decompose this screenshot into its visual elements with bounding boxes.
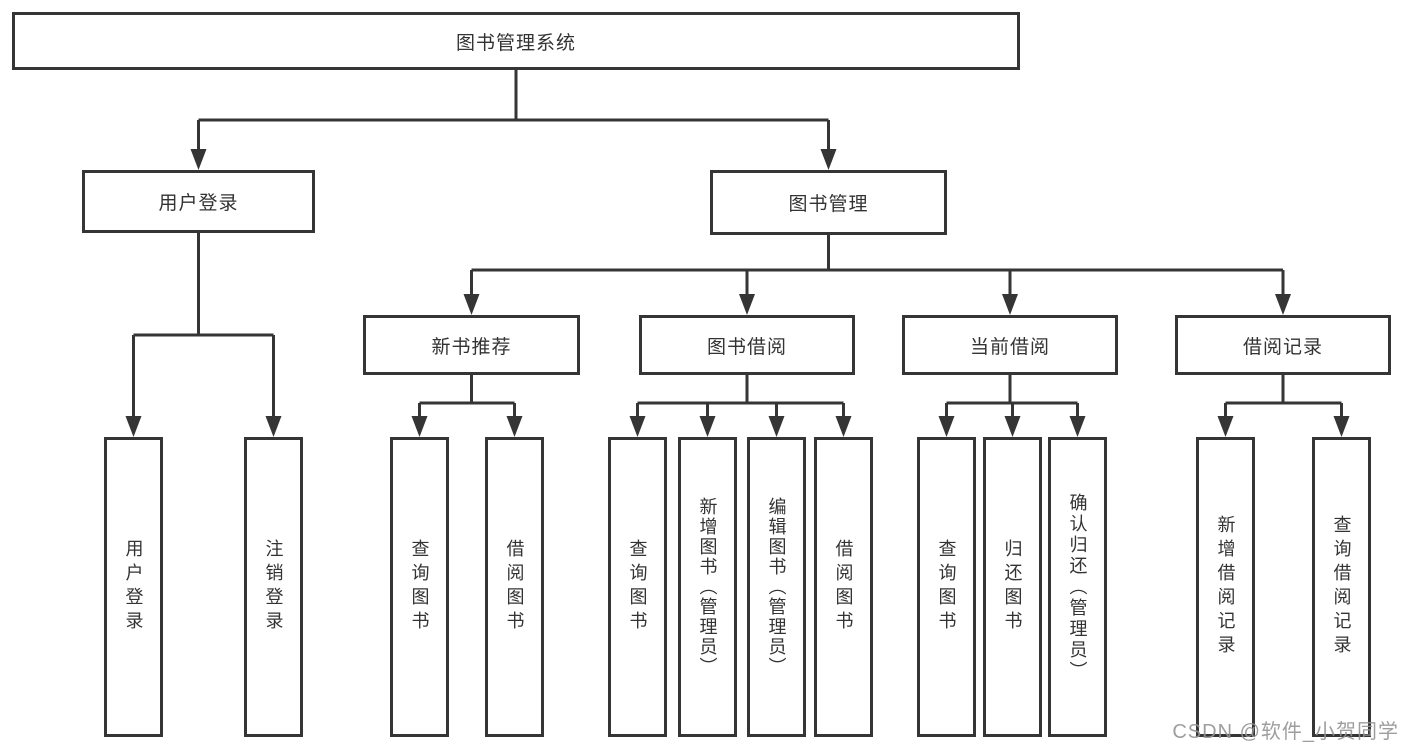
leaf-cb-confirm-return-admin: 确认归还（管理员） [1048,437,1107,737]
leaf-label: 编辑图书（管理员） [766,497,787,677]
leaf-label: 用户登录 [123,539,144,635]
leaf-bb-add-books-admin: 新增图书（管理员） [678,437,737,737]
leaf-label: 新增图书（管理员） [697,497,718,677]
leaf-logout: 注销登录 [244,437,303,737]
node-borrow-records: 借阅记录 [1175,315,1391,375]
leaf-label: 注销登录 [263,539,284,635]
leaf-bb-query-books: 查询图书 [608,437,667,737]
node-new-book-recommend: 新书推荐 [363,315,580,375]
node-current-borrow: 当前借阅 [902,315,1118,375]
leaf-user-login: 用户登录 [104,437,163,737]
node-book-management: 图书管理 [710,170,947,235]
leaf-label: 借阅图书 [504,539,525,635]
leaf-label: 查询借阅记录 [1331,515,1352,659]
leaf-label: 查询图书 [409,539,430,635]
arrowheads [125,149,1350,437]
leaf-cb-return-books: 归还图书 [983,437,1042,737]
leaf-label: 归还图书 [1002,539,1023,635]
node-book-borrow: 图书借阅 [639,315,855,375]
leaf-label: 查询图书 [627,539,648,635]
leaf-bb-borrow-books: 借阅图书 [814,437,873,737]
leaf-label: 新增借阅记录 [1215,515,1236,659]
leaf-br-query-record: 查询借阅记录 [1312,437,1371,737]
leaf-rec-query-books: 查询图书 [390,437,449,737]
leaf-br-add-record: 新增借阅记录 [1196,437,1255,737]
watermark: CSDN @软件_小贺同学 [1172,721,1399,743]
node-library-management-system: 图书管理系统 [12,12,1020,70]
leaf-rec-borrow-books: 借阅图书 [485,437,544,737]
leaf-cb-query-books: 查询图书 [917,437,976,737]
leaf-label: 借阅图书 [833,539,854,635]
node-user-login: 用户登录 [82,170,315,233]
leaf-label: 确认归还（管理员） [1067,492,1088,682]
leaf-bb-edit-books-admin: 编辑图书（管理员） [747,437,806,737]
leaf-label: 查询图书 [936,539,957,635]
